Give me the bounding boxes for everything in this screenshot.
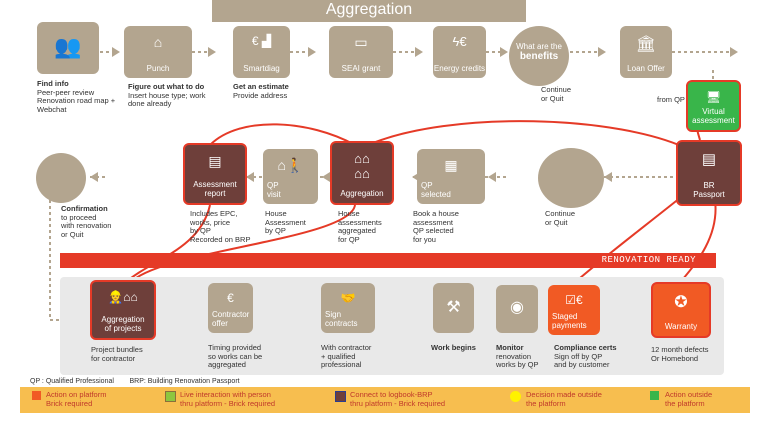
sign-contracts-caption: With contractor + qualified professional — [321, 343, 372, 369]
staged-payments-box[interactable]: ☑€ Staged payments — [548, 285, 600, 335]
contractor-offer-caption: Timing provided so works can be aggregat… — [208, 343, 263, 369]
aggregation-projects-caption: Project bundles for contractor — [91, 345, 143, 363]
legend-swatch-brown — [335, 391, 346, 402]
qp-selected-box[interactable]: ▦ QP selected — [417, 149, 485, 204]
aggregation-projects-box[interactable]: 👷⌂⌂ Aggregation of projects — [90, 280, 156, 340]
confirmation-circle[interactable] — [36, 153, 86, 203]
continue-quit-circle[interactable] — [538, 148, 604, 208]
contractor-offer-box[interactable]: € Contractor offer — [208, 283, 253, 333]
smartdiag-box[interactable]: € ▟ Smartdiag — [233, 26, 290, 78]
assessment-report-box[interactable]: ▤ Assessment report — [183, 143, 247, 205]
legend-item-live-interaction: Live interaction with person thru platfo… — [180, 390, 276, 408]
abbreviations-note: QP : Qualified Professional BRP: Buildin… — [30, 378, 240, 385]
legend-item-connect-logbook: Connect to logbook-BRP thru platform - B… — [350, 390, 446, 408]
eye-search-icon: ◉ — [510, 299, 524, 316]
virtual-assessment-box[interactable]: 🖥 Virtual assessment — [686, 80, 741, 132]
houses-icon: ⌂⌂⌂⌂ — [354, 151, 370, 181]
banknote-icon: ▭ — [354, 34, 368, 50]
bottom-band — [60, 277, 724, 375]
loan-offer-caption: from QP — [657, 95, 685, 104]
qp-visit-caption: House Assessment by QP — [265, 209, 306, 235]
energy-credits-box[interactable]: ϟ€ Energy credits — [433, 26, 486, 78]
passport-icon: ▤ — [701, 151, 717, 168]
calendar-icon: ▦ — [444, 157, 458, 173]
punch-box[interactable]: ⌂ Punch — [124, 26, 192, 78]
money-hand-icon: € — [227, 291, 234, 305]
euro-stairs-icon: € ▟ — [251, 34, 272, 48]
monitor-icon: 🖥 — [705, 90, 722, 104]
seai-grant-box[interactable]: ▭ SEAI grant — [329, 26, 393, 78]
legend-item-action-outside: Action outside the platform — [665, 390, 713, 408]
loan-offer-box[interactable]: 🏛 Loan Offer — [620, 26, 672, 78]
person-help-icon: 👥 — [54, 34, 82, 59]
legend: Action on platform Brick required Live i… — [20, 387, 750, 413]
document-icon: ▤ — [208, 153, 222, 169]
handshake-icon: 🤝 — [340, 291, 356, 305]
page-title: Aggregation — [212, 0, 526, 22]
legend-swatch-green — [650, 391, 659, 400]
legend-item-decision-outside: Decision made outside the platform — [526, 390, 602, 408]
sign-contracts-box[interactable]: 🤝 Sign contracts — [321, 283, 375, 333]
warranty-box[interactable]: ✪ Warranty — [651, 282, 711, 338]
house-icon: ⌂ — [153, 34, 163, 50]
benefits-caption: Continue or Quit — [541, 85, 572, 103]
monitor-box[interactable]: ◉ — [496, 285, 538, 333]
aggregation-box[interactable]: ⌂⌂⌂⌂ Aggregation — [330, 141, 394, 205]
hammer-icon: ⚒ — [446, 299, 461, 316]
find-info-box[interactable]: 👥 — [37, 22, 99, 74]
house-walk-icon: ⌂🚶 — [277, 157, 304, 173]
bank-icon: 🏛 — [635, 36, 657, 53]
renovation-ready-banner: RENOVATION READY — [60, 253, 716, 268]
warranty-caption: 12 month defects Or Homebond — [651, 345, 709, 363]
work-begins-caption: Work begins — [431, 343, 476, 352]
award-ribbon-icon: ✪ — [674, 294, 688, 311]
qp-selected-caption: Book a house assessment QP selected for … — [413, 209, 459, 244]
continue-quit-caption: Continue or Quit — [545, 209, 576, 227]
assessment-report-caption: Includes EPC, works, price by QP Recorde… — [190, 209, 251, 244]
checklist-euro-icon: ☑€ — [565, 293, 583, 307]
energy-euro-icon: ϟ€ — [452, 34, 467, 49]
work-begins-box[interactable]: ⚒ — [433, 283, 474, 333]
legend-swatch-lightgreen — [165, 391, 176, 402]
workers-icon: 👷⌂⌂ — [108, 290, 138, 304]
br-passport-box[interactable]: ▤ BR Passport — [676, 140, 742, 206]
aggregation-caption: House assessments aggregated for QP — [338, 209, 382, 244]
qp-visit-box[interactable]: ⌂🚶 QP visit — [263, 149, 318, 204]
legend-swatch-yellow — [510, 391, 521, 402]
benefits-circle[interactable]: What are the benefits — [509, 26, 569, 86]
legend-item-action-on-platform: Action on platform Brick required — [46, 390, 107, 408]
legend-swatch-orange — [32, 391, 41, 400]
